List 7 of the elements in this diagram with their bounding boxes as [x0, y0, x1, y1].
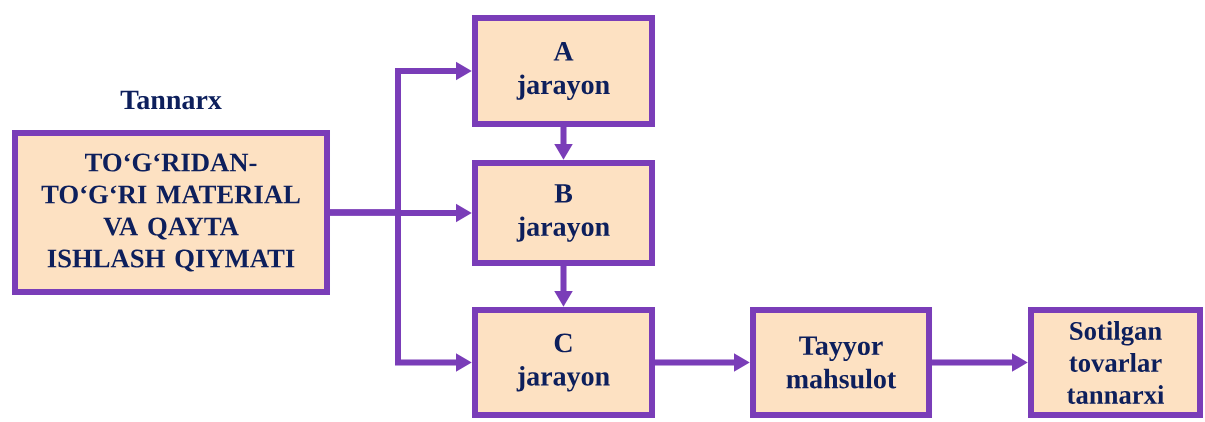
- process-box: Sotilgan tovarlar tannarxi: [1028, 307, 1203, 418]
- process-box: B jarayon: [472, 160, 655, 266]
- process-box: TO‘G‘RIDAN-TO‘G‘RI MATERIAL VA QAYTA ISHLASH QIYMATI: [12, 130, 330, 295]
- process-box: Tayyor mahsulot: [750, 307, 932, 418]
- process-box: A jarayon: [472, 15, 655, 127]
- heading: Tannarx: [120, 90, 222, 110]
- process-box: C jarayon: [472, 307, 655, 418]
